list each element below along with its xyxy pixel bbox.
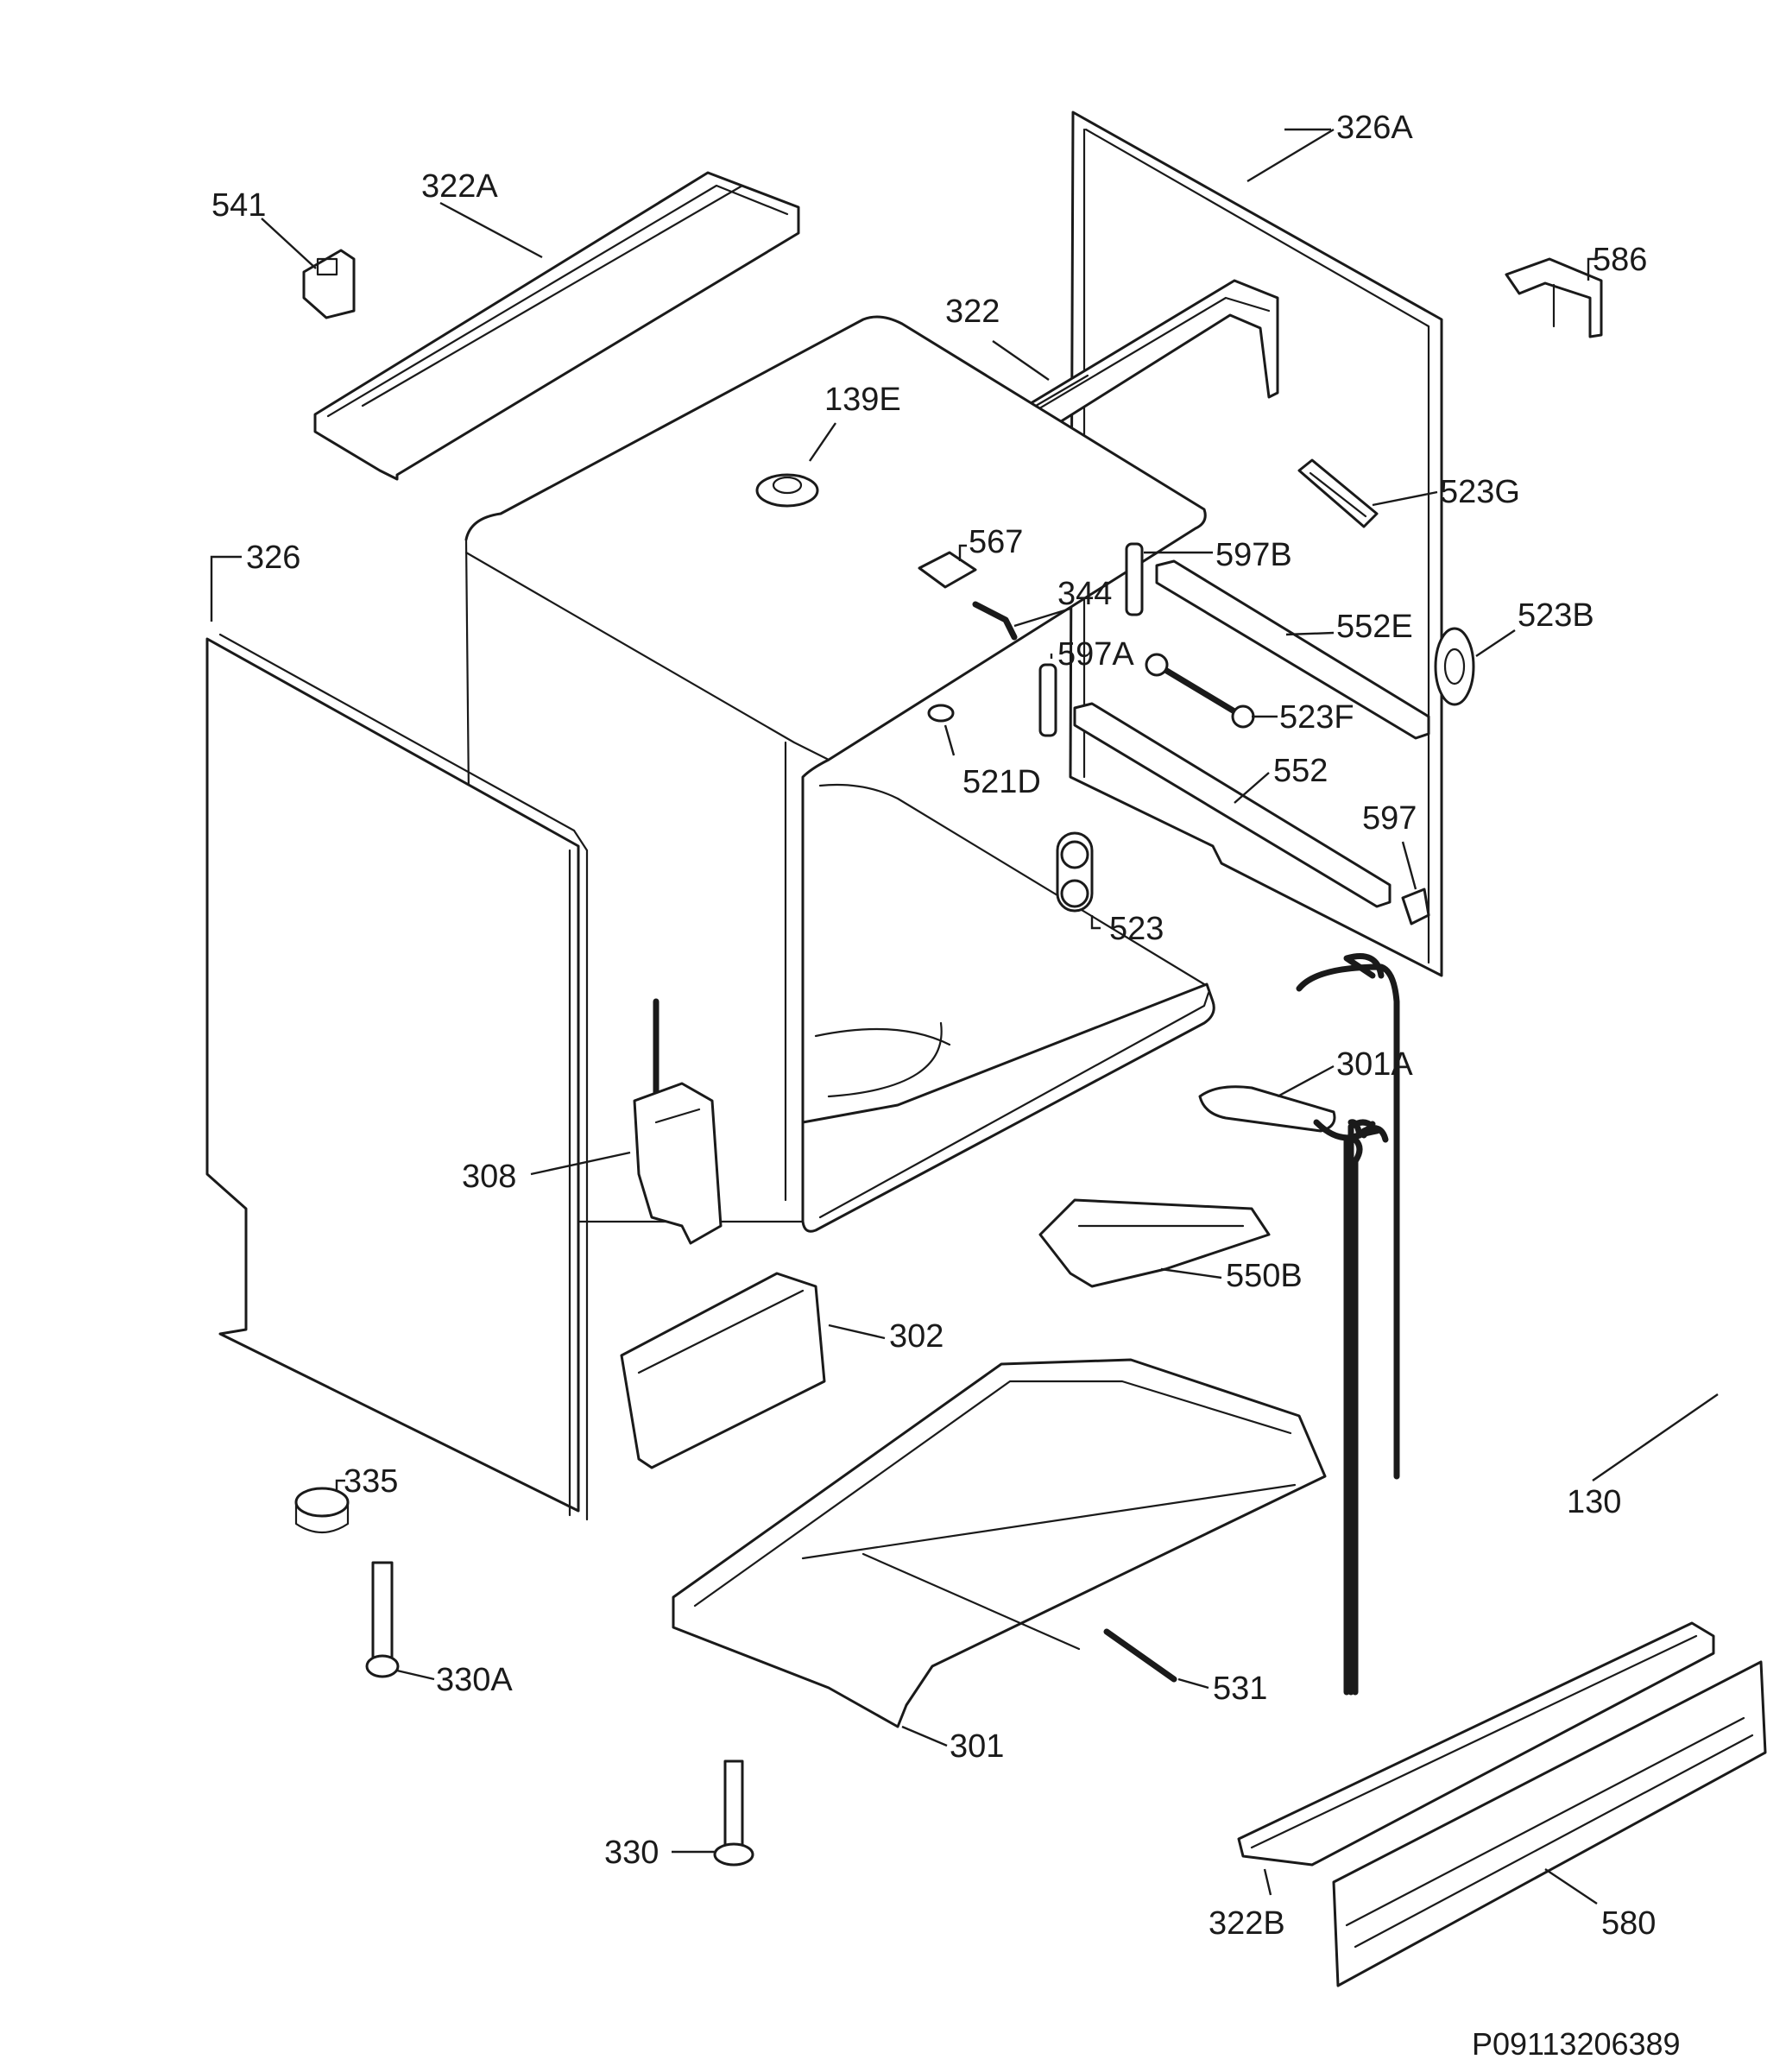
part-523b-grommet [1434, 627, 1475, 706]
label-567: 567 [969, 524, 1023, 560]
part-335-nut [294, 1487, 350, 1533]
callout-labels: 541 322A 326A 586 322 139E 523G 567 597B… [211, 110, 1681, 2062]
label-330a: 330A [436, 1662, 513, 1698]
part-322b-rail [1237, 1621, 1715, 1867]
part-322a-top-rail [313, 171, 800, 481]
part-326-side-panel [205, 633, 589, 1521]
label-541: 541 [211, 187, 266, 224]
label-521d: 521D [962, 764, 1041, 800]
label-308: 308 [462, 1159, 516, 1195]
label-344: 344 [1057, 576, 1112, 612]
part-531-pin [1103, 1628, 1177, 1683]
part-302-housing [620, 1272, 826, 1469]
part-521d-nut [927, 704, 955, 723]
part-541-clip [302, 249, 356, 319]
label-550b: 550B [1226, 1258, 1303, 1294]
label-552: 552 [1273, 753, 1328, 789]
label-531: 531 [1213, 1671, 1267, 1707]
label-597b: 597B [1215, 537, 1292, 573]
part-523f-tie [1145, 653, 1255, 729]
part-597a-holder [1038, 663, 1057, 737]
label-326a: 326A [1336, 110, 1413, 146]
label-597: 597 [1362, 800, 1417, 837]
label-322a: 322A [421, 168, 498, 205]
label-523f: 523F [1279, 699, 1354, 736]
part-597b-holder [1125, 542, 1144, 616]
label-130: 130 [1567, 1484, 1621, 1520]
label-523g: 523G [1440, 474, 1520, 510]
part-552-rail [1073, 702, 1392, 908]
label-580: 580 [1601, 1905, 1656, 1942]
label-552e: 552E [1336, 609, 1413, 645]
part-550b-bracket [1038, 1198, 1271, 1288]
label-330: 330 [604, 1835, 659, 1871]
part-301a-cover [1198, 1085, 1336, 1133]
part-580-panel [1332, 1660, 1767, 1987]
label-326: 326 [246, 540, 300, 576]
part-523g-strap [1297, 458, 1379, 528]
label-301: 301 [950, 1728, 1004, 1765]
part-130-seal [1296, 953, 1400, 1696]
label-139e: 139E [824, 382, 901, 418]
label-322: 322 [945, 294, 1000, 330]
label-302: 302 [889, 1318, 943, 1355]
part-330-screw [713, 1759, 754, 1867]
part-330a-screw [365, 1561, 400, 1678]
label-523: 523 [1109, 911, 1164, 947]
part-308-hinge [633, 998, 723, 1245]
leader-lines [210, 128, 1719, 1905]
part-552e-rail [1155, 559, 1430, 740]
label-322b: 322B [1209, 1905, 1285, 1942]
label-301a: 301A [1336, 1046, 1413, 1083]
drawing-reference: P09113206389 [1472, 2026, 1681, 2062]
part-139e-cap [755, 473, 819, 508]
label-523b: 523B [1518, 597, 1594, 634]
label-586: 586 [1593, 242, 1647, 278]
part-567-clip [918, 551, 977, 589]
part-586-bracket [1505, 257, 1603, 338]
part-344-latch [972, 601, 1018, 641]
part-301-base-frame [672, 1358, 1327, 1728]
label-335: 335 [344, 1463, 398, 1500]
part-597-holder [1401, 888, 1430, 925]
label-597a: 597A [1057, 636, 1134, 673]
part-523-grommet [1056, 831, 1094, 913]
